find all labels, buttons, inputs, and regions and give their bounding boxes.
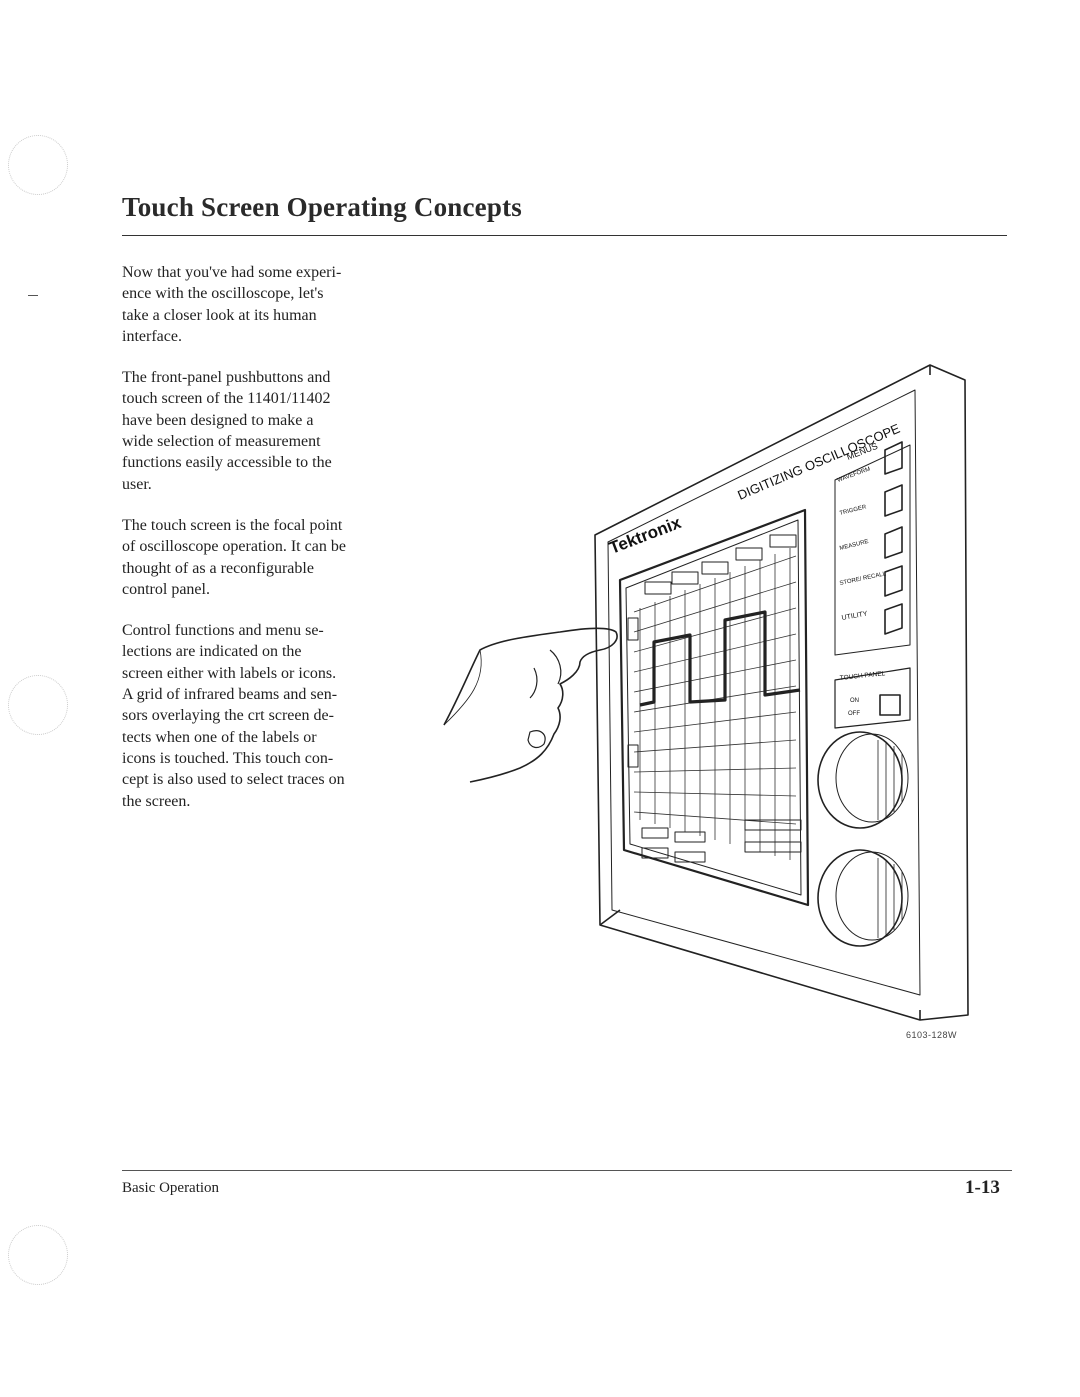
hand-illustration bbox=[443, 627, 618, 783]
touch-panel-label: TOUCH PANEL bbox=[839, 670, 885, 682]
oscilloscope-illustration: Tektronix DIGITIZING OSCILLOSCOPE MENUS … bbox=[443, 364, 969, 1021]
binder-hole-top bbox=[8, 135, 68, 195]
screen-icon bbox=[627, 744, 639, 768]
page-title: Touch Screen Operating Concepts bbox=[122, 192, 522, 222]
title-rule bbox=[122, 235, 1007, 236]
screen-label-box bbox=[735, 547, 763, 561]
menu-button bbox=[884, 484, 903, 517]
menu-button bbox=[884, 565, 903, 597]
paragraph: The touch screen is the focal point of o… bbox=[122, 516, 346, 598]
margin-mark bbox=[28, 295, 38, 296]
touch-panel-button bbox=[879, 694, 901, 716]
body-text: Now that you've had some experi- ence wi… bbox=[122, 262, 412, 832]
menu-label-trigger: TRIGGER bbox=[839, 504, 868, 517]
screen-label-box bbox=[674, 831, 706, 843]
menu-button bbox=[884, 526, 903, 559]
screen-label-box bbox=[744, 841, 802, 853]
screen-label-box bbox=[641, 847, 669, 859]
brand-label: Tektronix bbox=[607, 513, 685, 558]
touch-on-label: ON bbox=[850, 698, 859, 704]
page-number: 1-13 bbox=[965, 1177, 1000, 1198]
footer-rule bbox=[122, 1170, 1012, 1171]
binder-hole-bottom bbox=[8, 1225, 68, 1285]
screen-label-box bbox=[641, 827, 669, 839]
touch-panel-box bbox=[834, 667, 911, 729]
paragraph: Now that you've had some experi- ence wi… bbox=[122, 264, 342, 345]
footer-section-name: Basic Operation bbox=[122, 1180, 220, 1196]
screen-label-box bbox=[769, 534, 797, 548]
binder-hole-middle bbox=[8, 675, 68, 735]
control-knob bbox=[817, 731, 903, 829]
crt-screen bbox=[618, 508, 810, 907]
menu-label-store-recall: STORE/ RECALL bbox=[839, 571, 887, 587]
square-wave-trace bbox=[639, 610, 801, 707]
screen-icon bbox=[627, 617, 639, 641]
menu-label-waveform: WAVEFORM bbox=[837, 466, 872, 483]
menu-label-utility: UTILITY bbox=[841, 610, 868, 621]
touch-off-label: OFF bbox=[848, 711, 860, 717]
menu-button bbox=[884, 603, 903, 635]
figure-id: 6103-128W bbox=[906, 1030, 958, 1040]
paragraph: Control functions and menu se- lections … bbox=[122, 622, 345, 810]
screen-label-box bbox=[744, 819, 802, 831]
control-knob bbox=[817, 849, 903, 947]
screen-label-box bbox=[671, 571, 699, 585]
menu-button bbox=[884, 441, 903, 475]
model-label: DIGITIZING OSCILLOSCOPE bbox=[735, 421, 902, 503]
menu-label-measure: MEASURE bbox=[839, 539, 869, 552]
screen-label-box bbox=[644, 581, 672, 595]
paragraph: The front-panel pushbuttons and touch sc… bbox=[122, 369, 332, 493]
screen-label-box bbox=[701, 561, 729, 575]
screen-label-box bbox=[674, 851, 706, 863]
